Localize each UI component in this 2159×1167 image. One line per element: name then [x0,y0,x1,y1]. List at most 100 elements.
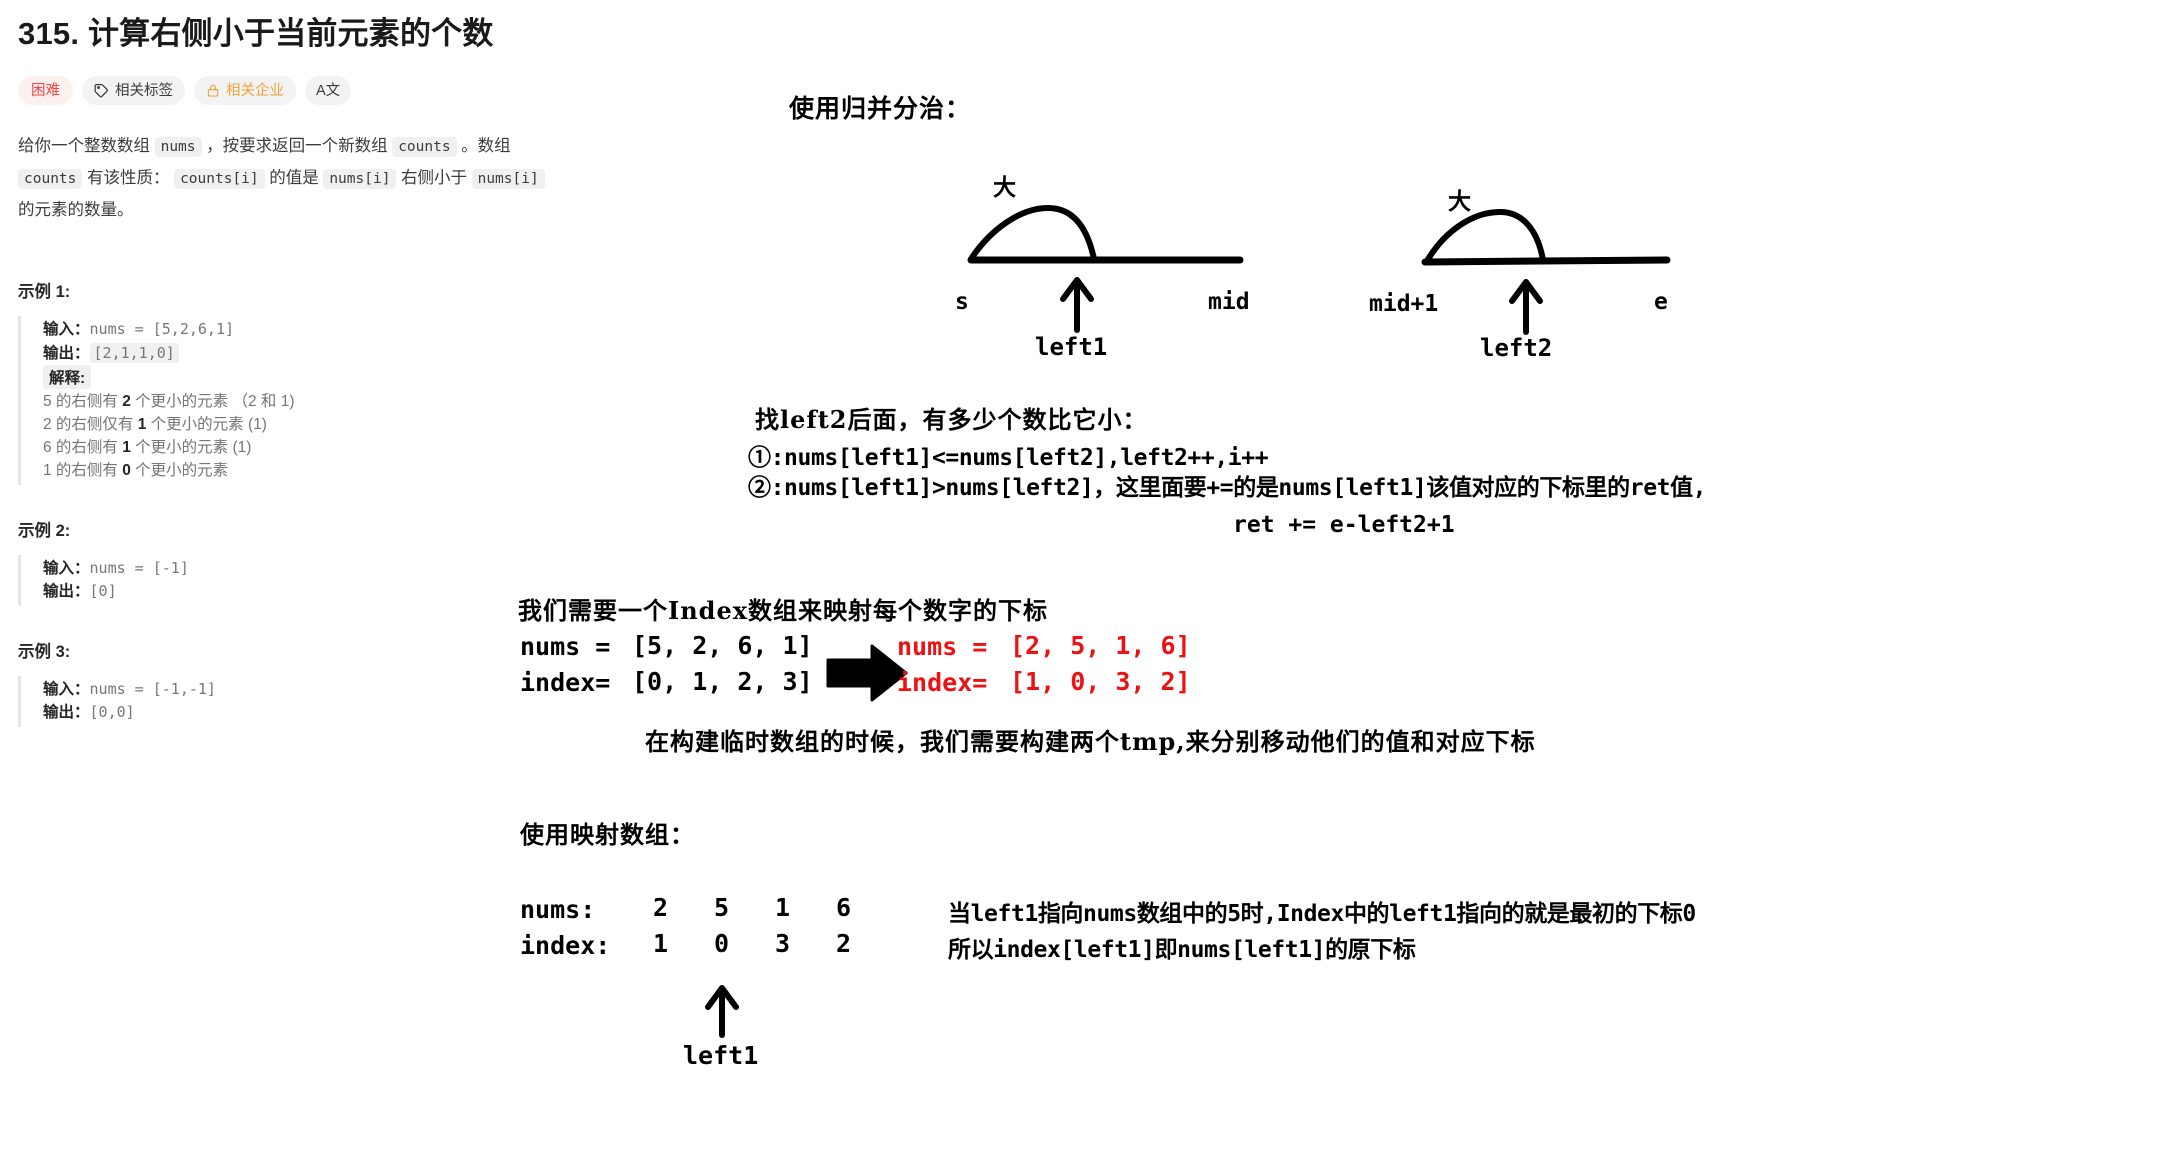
explain-bold: 0 [122,461,131,479]
left1-arrow-head [1060,277,1094,302]
desc-text-7: 的元素的数量。 [18,200,134,219]
example-3-input-value: nums = [-1,-1] [89,679,216,698]
translate-button[interactable]: A文 [305,76,352,106]
notes-heading-merge: 使用归并分治： [789,94,972,123]
mapping-heading: 使用映射数组： [520,820,695,849]
index-after-index-label: index= [897,668,988,697]
explain-pre: 2 的右侧仅有 [43,416,138,434]
desc-text-6: 右侧小于 [396,168,472,187]
explain-post: 个更小的元素 [130,461,229,479]
example-1-output: 输出：[2,1,1,0] [43,342,742,366]
desc-text-2: ，按要求返回一个新数组 [201,137,393,156]
mapping-left1-arrow-head [705,985,739,1010]
right-diagram-start-label: mid+1 [1369,291,1439,317]
explain-bold: 1 [137,416,147,434]
mapping-nums-value-1: 5 [714,893,730,922]
rules-title: 找left2后面，有多少个数比它小： [755,405,1148,434]
left2-arrow-head [1509,279,1543,304]
explain-bold: 2 [122,393,131,411]
example-3-block: 输入：nums = [-1,-1] 输出：[0,0] [18,675,742,727]
example-1-output-label: 输出： [43,344,90,362]
mapping-nums-value-3: 6 [836,893,852,922]
example-2-output: 输出：[0] [43,580,742,604]
example-1-input-value: nums = [5,2,6,1] [89,320,235,339]
example-3-title: 示例 3: [18,642,71,661]
desc-text-1: 给你一个整数数组 [18,137,155,156]
mapping-explain-line-2: 所以index[left1]即nums[left1]的原下标 [948,937,1416,963]
index-after-index-value: [1, 0, 3, 2] [1010,667,1191,696]
desc-text-3: 。数组 [456,137,511,156]
explain-bold: 1 [122,438,131,456]
example-3-input: 输入：nums = [-1,-1] [43,678,742,702]
left-diagram-end-label: mid [1208,289,1250,315]
rules-case-2: ②:nums[left1]>nums[left2]，这里面要+=的是nums[l… [748,475,1707,501]
problem-description: 给你一个整数数组 nums ，按要求返回一个新数组 counts 。数组 cou… [18,131,558,226]
example-2-title: 示例 2: [18,521,71,540]
index-section-note: 在构建临时数组的时候，我们需要构建两个tmp,来分别移动他们的值和对应下标 [645,727,1536,756]
example-1-explain-label: 解释: [43,365,92,390]
index-after-nums-value: [2, 5, 1, 6] [1010,631,1191,660]
code-nums-1: nums [154,137,202,158]
example-1-output-value: [2,1,1,0] [89,342,179,363]
mapping-index-value-0: 1 [653,929,669,958]
rules-formula: ret += e-left2+1 [1233,512,1455,538]
example-2-output-label: 输出： [43,583,90,601]
example-3-output-label: 输出： [43,704,90,722]
code-nums-i-2: nums[i] [471,168,545,189]
example-3-input-label: 输入： [43,680,90,698]
left-hump-curve [968,205,1097,262]
left1-pointer-label: left1 [1035,333,1108,361]
page-title: 315. 计算右侧小于当前元素的个数 [18,16,494,51]
example-2-input-label: 输入： [43,559,90,577]
related-topics-button[interactable]: 相关标签 [82,76,185,106]
related-topics-label: 相关标签 [115,82,173,99]
example-1-explain-line-4: 1 的右侧有 0 个更小的元素 [43,460,742,483]
mapping-index-label: index: [520,931,611,960]
index-before-nums-label: nums = [520,632,611,661]
example-1-explain-line-1: 5 的右侧有 2 个更小的元素 （2 和 1) [43,391,742,414]
difficulty-label: 困难 [31,82,60,99]
example-1-block: 输入：nums = [5,2,6,1] 输出：[2,1,1,0] 解释: 5 的… [18,316,742,485]
code-counts-2: counts [18,168,83,189]
example-1-explain: 解释: 5 的右侧有 2 个更小的元素 （2 和 1) 2 的右侧仅有 1 个更… [43,365,742,482]
example-2-block: 输入：nums = [-1] 输出：[0] [18,554,742,606]
difficulty-badge[interactable]: 困难 [18,76,73,106]
desc-text-5: 的值是 [264,168,324,187]
mapping-index-value-2: 3 [775,929,791,958]
example-3-output: 输出：[0,0] [43,701,742,725]
code-counts-1: counts [392,137,457,158]
example-1-explain-line-3: 6 的右侧有 1 个更小的元素 (1) [43,437,742,460]
rules-case-1: ①:nums[left1]<=nums[left2],left2++,i++ [748,445,1269,471]
example-2-input-value: nums = [-1] [89,558,189,577]
example-1-explain-line-2: 2 的右侧仅有 1 个更小的元素 (1) [43,414,742,437]
explain-post: 个更小的元素 （2 和 1) [130,393,295,411]
tag-icon [94,83,109,98]
explain-post: 个更小的元素 (1) [130,438,252,456]
right-diagram-big-label: 大 [1448,188,1472,215]
left-diagram-start-label: s [955,289,969,315]
example-2-output-value: [0] [89,582,117,601]
mapping-index-value-1: 0 [714,929,730,958]
right-hump-curve [1424,209,1546,264]
index-section-title: 我们需要一个Index数组来映射每个数字的下标 [518,596,1049,625]
lock-icon [206,83,220,98]
explain-post: 个更小的元素 (1) [146,416,267,434]
mapping-nums-value-0: 2 [653,893,669,922]
example-2-input: 输入：nums = [-1] [43,557,742,581]
left-diagram-big-label: 大 [993,174,1017,201]
problem-pane: 315. 计算右侧小于当前元素的个数 困难 相关标签 相关企业 [0,0,760,759]
index-before-index-label: index= [520,668,611,697]
example-1-title: 示例 1: [18,283,71,302]
right-arrow-icon [826,644,908,702]
mapping-pointer-label: left1 [683,1041,759,1070]
code-nums-i-1: nums[i] [323,168,397,189]
explain-pre: 6 的右侧有 [43,438,123,456]
tag-row: 困难 相关标签 相关企业 A文 [18,76,742,106]
translate-icon: A文 [316,82,341,99]
mapping-index-value-3: 2 [836,929,852,958]
mapping-explain-line-1: 当left1指向nums数组中的5时,Index中的left1指向的就是最初的下… [948,901,1696,927]
related-companies-button[interactable]: 相关企业 [194,76,296,106]
example-3-output-value: [0,0] [89,703,135,722]
desc-text-4: 有该性质： [82,168,175,187]
